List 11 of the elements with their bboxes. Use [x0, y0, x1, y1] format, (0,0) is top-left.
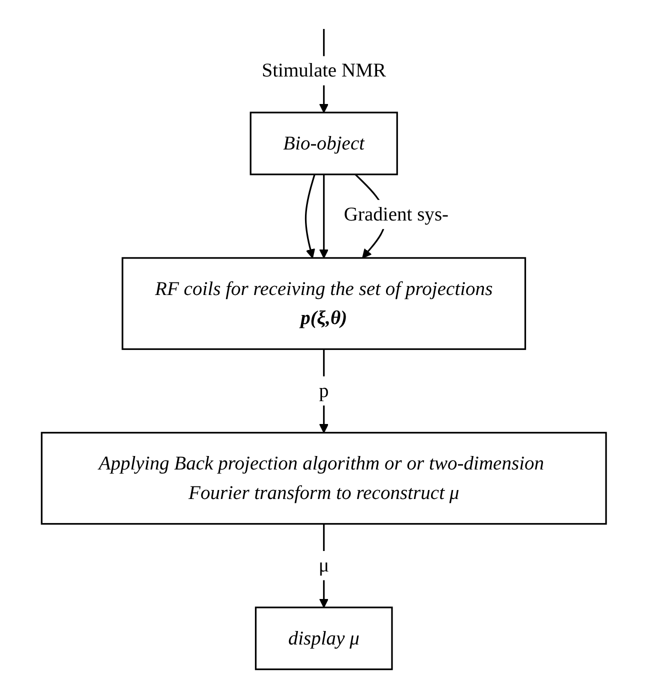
node-box: Applying Back projection algorithm or or two-dimension Fourier transform to reconstruct μ: [41, 432, 607, 525]
node-box: RF coils for receiving the set of projections p(ξ,θ): [122, 257, 526, 350]
node-box: Bio-object: [250, 112, 398, 176]
edge-label: Stimulate NMR: [262, 59, 386, 82]
node-box: display μ: [255, 606, 393, 670]
arrow: [319, 349, 329, 434]
arrow: [319, 174, 329, 258]
arrow: [305, 174, 316, 258]
edge-label: μ: [318, 554, 330, 576]
edge-label: Gradient sys-: [344, 203, 449, 225]
edge-label: p: [319, 380, 329, 402]
